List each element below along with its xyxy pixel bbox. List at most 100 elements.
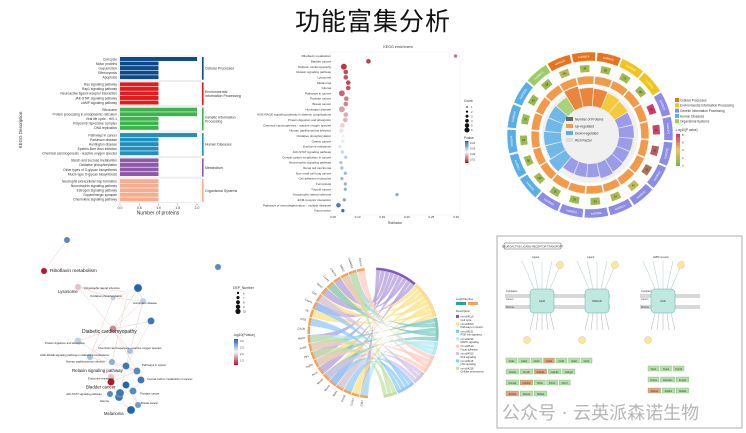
colorbar-label: 2.0 bbox=[240, 352, 244, 356]
bar bbox=[120, 75, 159, 80]
anchor-line bbox=[670, 312, 676, 331]
term-label: Huntington disease bbox=[305, 107, 331, 111]
colorbar-label: 3.0 bbox=[240, 339, 244, 343]
gene-box bbox=[519, 368, 533, 375]
bar-label: Huntington disease bbox=[89, 142, 117, 146]
chord-legend-title: Logfc/Number bbox=[456, 297, 474, 301]
chord-ribbon bbox=[357, 270, 432, 360]
ligand bbox=[578, 336, 586, 344]
bar-label: Chemokine signaling pathway bbox=[73, 198, 117, 202]
gene-label: Foxm1 bbox=[358, 258, 364, 267]
colorbar-step bbox=[465, 142, 469, 144]
x-tick-label: 1.5 bbox=[175, 206, 180, 210]
size-legend-dot bbox=[236, 300, 240, 305]
count-label: 142 bbox=[562, 72, 567, 76]
bar-label: Estrogen signaling pathway bbox=[77, 189, 118, 193]
node bbox=[110, 295, 116, 301]
edge bbox=[112, 300, 144, 330]
node-label: AGE-RAGE signaling pathway in diabetic c… bbox=[40, 353, 109, 357]
size-legend-label: 1 bbox=[471, 105, 473, 109]
colorbar-step bbox=[234, 357, 238, 359]
colorbar-step bbox=[234, 345, 238, 347]
node-label: Protein digestion and absorption bbox=[45, 341, 86, 345]
gene-box-label: Gria1 bbox=[509, 360, 516, 363]
sector-label: ko03040 bbox=[636, 189, 647, 199]
rich-bar bbox=[545, 142, 566, 159]
legend-swatch bbox=[456, 315, 459, 318]
chord-ribbon bbox=[360, 340, 436, 396]
edge bbox=[110, 370, 138, 383]
gene-arc bbox=[340, 272, 349, 279]
gene-box bbox=[568, 357, 580, 364]
gene-box bbox=[562, 368, 576, 375]
gene-arc bbox=[328, 379, 337, 387]
gene-label: Top2a bbox=[305, 362, 314, 369]
anchor-line bbox=[604, 312, 610, 331]
logp-box bbox=[646, 103, 657, 116]
outer-sector bbox=[509, 152, 527, 179]
receptor-tail bbox=[521, 260, 535, 290]
bar bbox=[120, 137, 159, 142]
legend-swatch bbox=[675, 119, 679, 124]
bar bbox=[120, 125, 159, 130]
channel-label: KAR bbox=[660, 299, 665, 303]
gene-label: Aurkb bbox=[299, 345, 307, 351]
gene-box bbox=[530, 357, 543, 364]
legend-label: Human Diseases bbox=[680, 114, 705, 118]
count-label: 48 bbox=[650, 108, 653, 112]
sector-label: ko04540 bbox=[603, 55, 615, 61]
node bbox=[214, 263, 222, 271]
dot bbox=[453, 54, 458, 58]
group-frame bbox=[118, 177, 202, 203]
colorbar-step bbox=[234, 362, 238, 364]
gene-box-label: Slc8a1 bbox=[679, 390, 687, 393]
count-label: 70 bbox=[524, 117, 527, 121]
logp-box bbox=[650, 145, 660, 157]
term-label: Chemical carcinogenesis - reactive oxyge… bbox=[263, 123, 332, 127]
group-label: Metabolism bbox=[205, 166, 223, 170]
x-tick-label: 0.30 bbox=[453, 215, 459, 219]
rich-bar bbox=[548, 106, 568, 124]
rich-bar bbox=[605, 154, 623, 172]
colorbar-label: 8 bbox=[682, 133, 684, 137]
anchor-line bbox=[535, 312, 539, 331]
sector-label: ko03060 bbox=[543, 197, 555, 206]
logp-box bbox=[609, 191, 622, 202]
bar bbox=[120, 112, 197, 117]
gene-box-label: Kcnj11 bbox=[679, 379, 687, 382]
chord-ribbon bbox=[324, 336, 436, 380]
colorbar-step bbox=[234, 349, 238, 351]
colorbar-step bbox=[676, 151, 680, 154]
gene-arc bbox=[313, 359, 320, 368]
count-label: 88 bbox=[604, 68, 607, 72]
group-frame bbox=[118, 81, 202, 106]
count-label: 84 bbox=[522, 138, 525, 142]
bar bbox=[120, 158, 159, 163]
up-ring bbox=[637, 139, 649, 158]
legend-swatch bbox=[456, 359, 459, 363]
sector-label: ko04010 bbox=[625, 64, 637, 73]
sector-label: ko05200 bbox=[525, 181, 535, 192]
bar-label: Rap1 signaling pathway bbox=[82, 87, 117, 91]
bar-label: Neurotrophin signaling pathway bbox=[71, 184, 118, 188]
edge bbox=[112, 328, 138, 372]
rich-bar bbox=[614, 112, 633, 128]
edge bbox=[112, 297, 144, 302]
count-label: 36 bbox=[645, 168, 648, 172]
gene-label: E2f1 bbox=[311, 290, 318, 297]
size-legend-label: 6 bbox=[471, 128, 473, 132]
gene-label: Bub1 bbox=[332, 389, 339, 397]
colorbar-step bbox=[676, 161, 680, 163]
size-legend-label: 10 bbox=[243, 310, 247, 314]
up-ring bbox=[633, 104, 648, 123]
gene-box bbox=[559, 379, 571, 386]
rich-bar bbox=[616, 137, 633, 152]
logp-box bbox=[619, 72, 631, 84]
colorbar-step bbox=[465, 160, 469, 162]
gene-box bbox=[519, 379, 533, 386]
count-label: 40 bbox=[653, 149, 656, 153]
gene-label: Chek1 bbox=[304, 297, 313, 304]
colorbar-label: 0.04 bbox=[470, 141, 476, 145]
colorbar-step bbox=[676, 156, 680, 159]
